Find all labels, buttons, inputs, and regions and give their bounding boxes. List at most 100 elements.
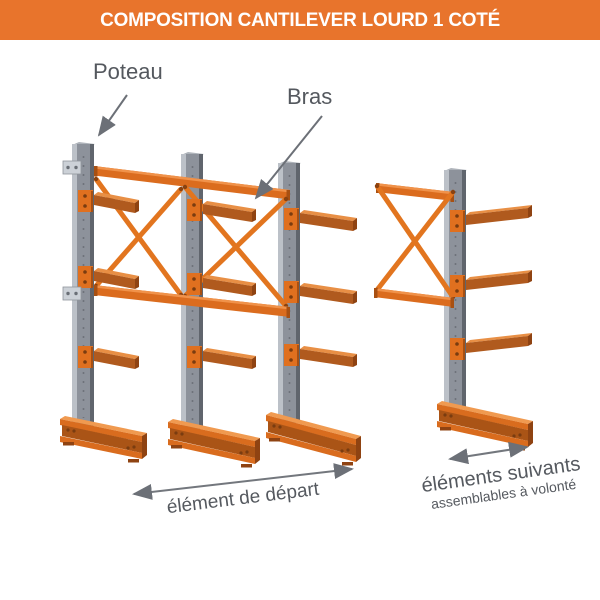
cantilever-arm-p1-level2-bracket <box>78 266 93 288</box>
cantilever-arm-p4-level2-topface <box>466 270 532 280</box>
cantilever-arm-p3-level3 <box>300 349 353 367</box>
cantilever-arm-p4-level3-endcap <box>528 333 532 346</box>
cantilever-arm-p1-level3-bolt <box>83 360 87 364</box>
cantilever-arm-p2-level3-endcap <box>252 356 256 369</box>
cantilever-arm-p2-level1-bracket-edge <box>200 200 202 221</box>
base-beam-1-bolt <box>126 446 130 450</box>
top-brace-beam-end <box>286 190 290 201</box>
base-beam-1-bolt <box>72 429 76 433</box>
base-beam-2-foot <box>241 464 252 468</box>
top-brace-beam-end <box>94 166 98 177</box>
addon-x-brace <box>375 190 455 292</box>
x-brace-bay2-bolt <box>283 196 289 202</box>
cantilever-arm-p2-level1-endcap <box>252 209 256 222</box>
cantilever-arm-p3-level3-bracket-edge <box>297 345 299 366</box>
cantilever-arm-p1-level1-topface <box>94 192 139 203</box>
cantilever-arm-p4-level1-bolt <box>455 214 459 218</box>
base-beam-1-endface <box>142 433 147 459</box>
cantilever-arm-p4-level3-bolt <box>455 352 459 356</box>
middle-brace-beam-top <box>94 285 290 310</box>
x-brace-bay1 <box>94 187 183 288</box>
bras-arrow-icon <box>254 115 323 200</box>
cantilever-arm-p1-level3-bolt <box>83 350 87 354</box>
cantilever-arm-p1-level3-bracket <box>78 346 93 368</box>
base-beam-4-endface <box>528 421 533 447</box>
base-beam-4-web <box>439 410 528 441</box>
base-beam-4-bottomflange <box>437 421 528 447</box>
rack-post-3-highlight <box>278 163 283 423</box>
cantilever-arm-p3-level2-endcap <box>353 291 357 304</box>
connector-plate-bolt <box>74 165 78 170</box>
next-elements-dimension-arrow-icon <box>448 441 529 465</box>
base-beam-2-foot <box>171 445 182 449</box>
cantilever-arm-p3-level1 <box>300 213 353 231</box>
cantilever-arm-p2-level2-bracket <box>187 273 202 295</box>
cantilever-arm-p3-level1-bolt <box>289 222 293 226</box>
cantilever-arm-p4-level2-bolt <box>455 289 459 293</box>
cantilever-arm-p1-level2 <box>94 271 135 289</box>
cantilever-arm-p4-level1-bracket <box>450 210 465 232</box>
base-beam-1-bolt <box>66 428 70 432</box>
cantilever-arm-p1-level2-bracket-edge <box>91 267 93 288</box>
cantilever-arm-p3-level1-bracket-edge <box>297 209 299 230</box>
cantilever-arm-p3-level1-topface <box>300 210 357 221</box>
cantilever-arm-p2-level3-topface <box>203 348 256 359</box>
cantilever-arm-p2-level2-endcap <box>252 283 256 296</box>
cantilever-arm-p1-level2-bolt <box>83 280 87 284</box>
base-beam-1-web <box>62 425 142 453</box>
top-brace-beam-top <box>94 166 290 193</box>
cantilever-arm-p3-level2-bracket-edge <box>297 282 299 303</box>
base-beam-2-endface <box>255 438 260 464</box>
base-beam-1-foot <box>63 442 74 446</box>
base-beam-3-topface <box>266 412 361 439</box>
base-beam-2-web <box>170 428 255 458</box>
base-beam-2-topface <box>168 419 260 441</box>
base-beam-1-bottomflange <box>60 436 142 459</box>
cantilever-arm-p4-level2-bracket <box>450 275 465 297</box>
base-beam-3-bolt <box>340 449 344 453</box>
cantilever-arm-p1-level3-endcap <box>135 356 139 369</box>
rack-post-1-highlight <box>72 144 77 426</box>
cantilever-arm-p4-level2-endcap <box>528 270 532 283</box>
base-beam-3-foot <box>342 462 353 466</box>
cantilever-arm-p1-level3-bracket-edge <box>91 347 93 368</box>
base-beam-2-bolt <box>180 432 184 436</box>
cantilever-arm-p2-level3 <box>203 351 252 369</box>
base-beam-4-topflange <box>437 404 528 430</box>
base-beam-3-bottomflange <box>266 432 356 462</box>
cantilever-arm-p4-level1-topface <box>466 205 532 215</box>
cantilever-arm-p1-level1-bracket-edge <box>91 191 93 212</box>
cantilever-arm-p4-level1-bolt <box>455 224 459 228</box>
cantilever-arm-p1-level3 <box>94 351 135 369</box>
cantilever-arm-p3-level3-bolt <box>289 358 293 362</box>
addon-bottom-brace-beam-top <box>374 288 454 301</box>
cantilever-arm-p1-level1-bolt <box>83 204 87 208</box>
cantilever-arm-p2-level2-topface <box>203 275 256 286</box>
base-beam-3-endface <box>356 436 361 462</box>
poteau-arrow-icon <box>97 94 128 137</box>
base-beam-4-foot <box>440 427 451 431</box>
cantilever-arm-p1-level2-endcap <box>135 276 139 289</box>
cantilever-arm-p2-level1-bolt <box>192 213 196 217</box>
cantilever-arm-p1-level2-bolt <box>83 270 87 274</box>
cantilever-arm-p1-level1-endcap <box>135 200 139 213</box>
addon-bottom-brace-beam-end <box>374 288 378 298</box>
cantilever-arm-p3-level3-endcap <box>353 354 357 367</box>
cantilever-arm-p3-level3-topface <box>300 346 357 357</box>
x-brace-bay1-bolt <box>93 176 99 182</box>
base-beam-4-bolt <box>443 413 447 417</box>
cantilever-arm-p3-level1-bracket <box>284 208 299 230</box>
cantilever-arm-p2-level1-topface <box>203 201 256 212</box>
cantilever-arm-p4-level2-bracket-edge <box>463 276 465 297</box>
cantilever-arm-p3-level3-bolt <box>289 348 293 352</box>
cantilever-arm-p4-level2 <box>466 273 528 290</box>
cantilever-arm-p2-level3-bracket-edge <box>200 347 202 368</box>
header-banner: COMPOSITION CANTILEVER LOURD 1 COTÉ <box>0 0 600 40</box>
base-beam-4-topface <box>437 401 533 424</box>
cantilever-arm-p2-level3-bracket <box>187 346 202 368</box>
cantilever-arm-p1-level1-bolt <box>83 194 87 198</box>
middle-brace-beam-end <box>94 285 98 296</box>
cantilever-arm-p3-level2-bracket <box>284 281 299 303</box>
